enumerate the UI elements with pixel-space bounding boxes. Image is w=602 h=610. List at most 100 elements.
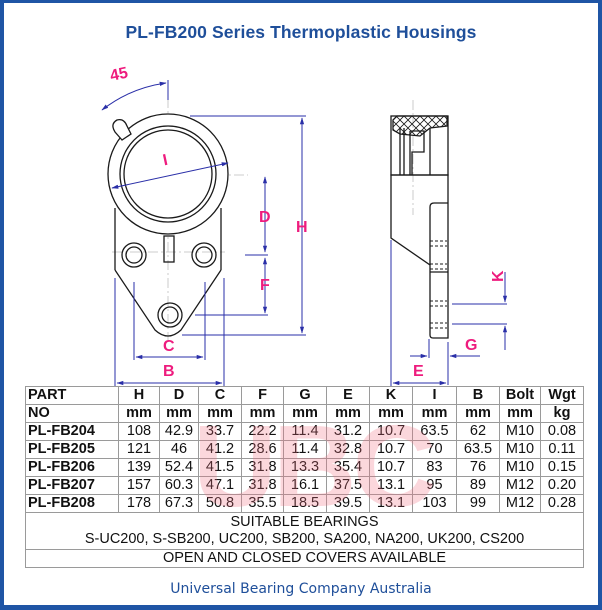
cell-f: 28.6 — [241, 440, 284, 459]
cell-d: 67.3 — [159, 494, 199, 513]
cell-bolt: M12 — [499, 476, 541, 495]
cell-i: 70 — [412, 440, 457, 459]
cell-k: 13.1 — [369, 494, 413, 513]
cell-i: 95 — [412, 476, 457, 495]
front-view — [107, 80, 248, 345]
col-unit-i: mm — [412, 404, 457, 423]
suitable-bearings-list: S-UC200, S-SB200, UC200, SB200, SA200, N… — [84, 531, 525, 547]
side-view-dimensions — [390, 240, 508, 386]
footer-company-name: Universal Bearing Company Australia — [170, 581, 432, 597]
col-header-e: E — [326, 386, 370, 405]
cell-f: 31.8 — [241, 476, 284, 495]
table-row: PL-FB205 121 46 41.2 28.6 11.4 32.8 10.7… — [25, 440, 584, 459]
page-title: PL-FB200 Series Thermoplastic Housings — [125, 22, 477, 42]
label-K: K — [490, 270, 507, 282]
col-unit-f: mm — [241, 404, 284, 423]
col-unit-bolt: mm — [499, 404, 541, 423]
cell-e: 37.5 — [326, 476, 370, 495]
table-row: PL-FB206 139 52.4 41.5 31.8 13.3 35.4 10… — [25, 458, 584, 477]
cell-b: 62 — [456, 422, 500, 441]
cell-c: 33.7 — [198, 422, 242, 441]
cell-part-no: PL-FB204 — [25, 422, 119, 441]
front-view-dimensions — [101, 80, 306, 386]
cell-f: 31.8 — [241, 458, 284, 477]
cell-k: 13.1 — [369, 476, 413, 495]
header-row-top: PART H D C F G E K I B Bolt Wgt — [25, 386, 584, 405]
cell-g: 13.3 — [283, 458, 327, 477]
col-unit-h: mm — [118, 404, 160, 423]
label-E: E — [413, 363, 424, 380]
col-header-wgt: Wgt — [540, 386, 584, 405]
cell-d: 60.3 — [159, 476, 199, 495]
cell-h: 121 — [118, 440, 160, 459]
side-view — [390, 100, 449, 339]
cell-bolt: M10 — [499, 422, 541, 441]
cell-i: 63.5 — [412, 422, 457, 441]
cell-wgt: 0.28 — [540, 494, 584, 513]
col-header-c: C — [198, 386, 242, 405]
cell-e: 31.2 — [326, 422, 370, 441]
col-header-h: H — [118, 386, 160, 405]
table-row: PL-FB207 157 60.3 47.1 31.8 16.1 37.5 13… — [25, 476, 584, 495]
cell-f: 22.2 — [241, 422, 284, 441]
cell-g: 16.1 — [283, 476, 327, 495]
cell-part-no: PL-FB206 — [25, 458, 119, 477]
col-header-bolt: Bolt — [499, 386, 541, 405]
label-D: D — [259, 209, 271, 226]
suitable-bearings: SUITABLE BEARINGS S-UC200, S-SB200, UC20… — [25, 512, 584, 550]
cell-d: 52.4 — [159, 458, 199, 477]
col-unit-g: mm — [283, 404, 327, 423]
cell-part-no: PL-FB207 — [25, 476, 119, 495]
front-view-labels: 45 I D H F C B — [109, 65, 308, 380]
cell-g: 18.5 — [283, 494, 327, 513]
cell-b: 99 — [456, 494, 500, 513]
col-unit-wgt: kg — [540, 404, 584, 423]
label-B: B — [163, 363, 175, 380]
col-header-b: B — [456, 386, 500, 405]
suitable-bearings-row: SUITABLE BEARINGS S-UC200, S-SB200, UC20… — [25, 512, 584, 550]
side-view-labels: K G E — [413, 270, 507, 380]
suitable-bearings-title: SUITABLE BEARINGS — [230, 514, 379, 530]
cell-b: 76 — [456, 458, 500, 477]
cell-h: 157 — [118, 476, 160, 495]
cell-c: 50.8 — [198, 494, 242, 513]
col-unit-e: mm — [326, 404, 370, 423]
cell-e: 39.5 — [326, 494, 370, 513]
cell-e: 32.8 — [326, 440, 370, 459]
cell-c: 47.1 — [198, 476, 242, 495]
cell-k: 10.7 — [369, 458, 413, 477]
cell-c: 41.5 — [198, 458, 242, 477]
cell-wgt: 0.08 — [540, 422, 584, 441]
col-unit-b: mm — [456, 404, 500, 423]
cell-b: 89 — [456, 476, 500, 495]
label-F: F — [260, 277, 270, 294]
cell-i: 83 — [412, 458, 457, 477]
col-unit-c: mm — [198, 404, 242, 423]
specifications-table: PART H D C F G E K I B Bolt Wgt NO mm mm… — [25, 386, 584, 568]
covers-note-row: OPEN AND CLOSED COVERS AVAILABLE — [25, 549, 584, 568]
col-unit-k: mm — [369, 404, 413, 423]
col-header-i: I — [412, 386, 457, 405]
table-row: PL-FB204 108 42.9 33.7 22.2 11.4 31.2 10… — [25, 422, 584, 441]
label-G: G — [465, 337, 477, 354]
col-header-part: PART — [25, 386, 119, 405]
cell-b: 63.5 — [456, 440, 500, 459]
cell-h: 178 — [118, 494, 160, 513]
housing-technical-drawing: 45 I D H F C B — [101, 65, 508, 386]
cell-bolt: M10 — [499, 458, 541, 477]
cell-f: 35.5 — [241, 494, 284, 513]
cell-h: 108 — [118, 422, 160, 441]
cell-i: 103 — [412, 494, 457, 513]
cell-d: 42.9 — [159, 422, 199, 441]
cell-bolt: M10 — [499, 440, 541, 459]
label-C: C — [163, 338, 175, 355]
cell-wgt: 0.20 — [540, 476, 584, 495]
label-angle-45: 45 — [109, 65, 130, 85]
cell-k: 10.7 — [369, 440, 413, 459]
col-header-f: F — [241, 386, 284, 405]
header-row-units: NO mm mm mm mm mm mm mm mm mm mm kg — [25, 404, 584, 423]
cell-part-no: PL-FB208 — [25, 494, 119, 513]
col-unit-d: mm — [159, 404, 199, 423]
cell-wgt: 0.11 — [540, 440, 584, 459]
cell-g: 11.4 — [283, 440, 327, 459]
